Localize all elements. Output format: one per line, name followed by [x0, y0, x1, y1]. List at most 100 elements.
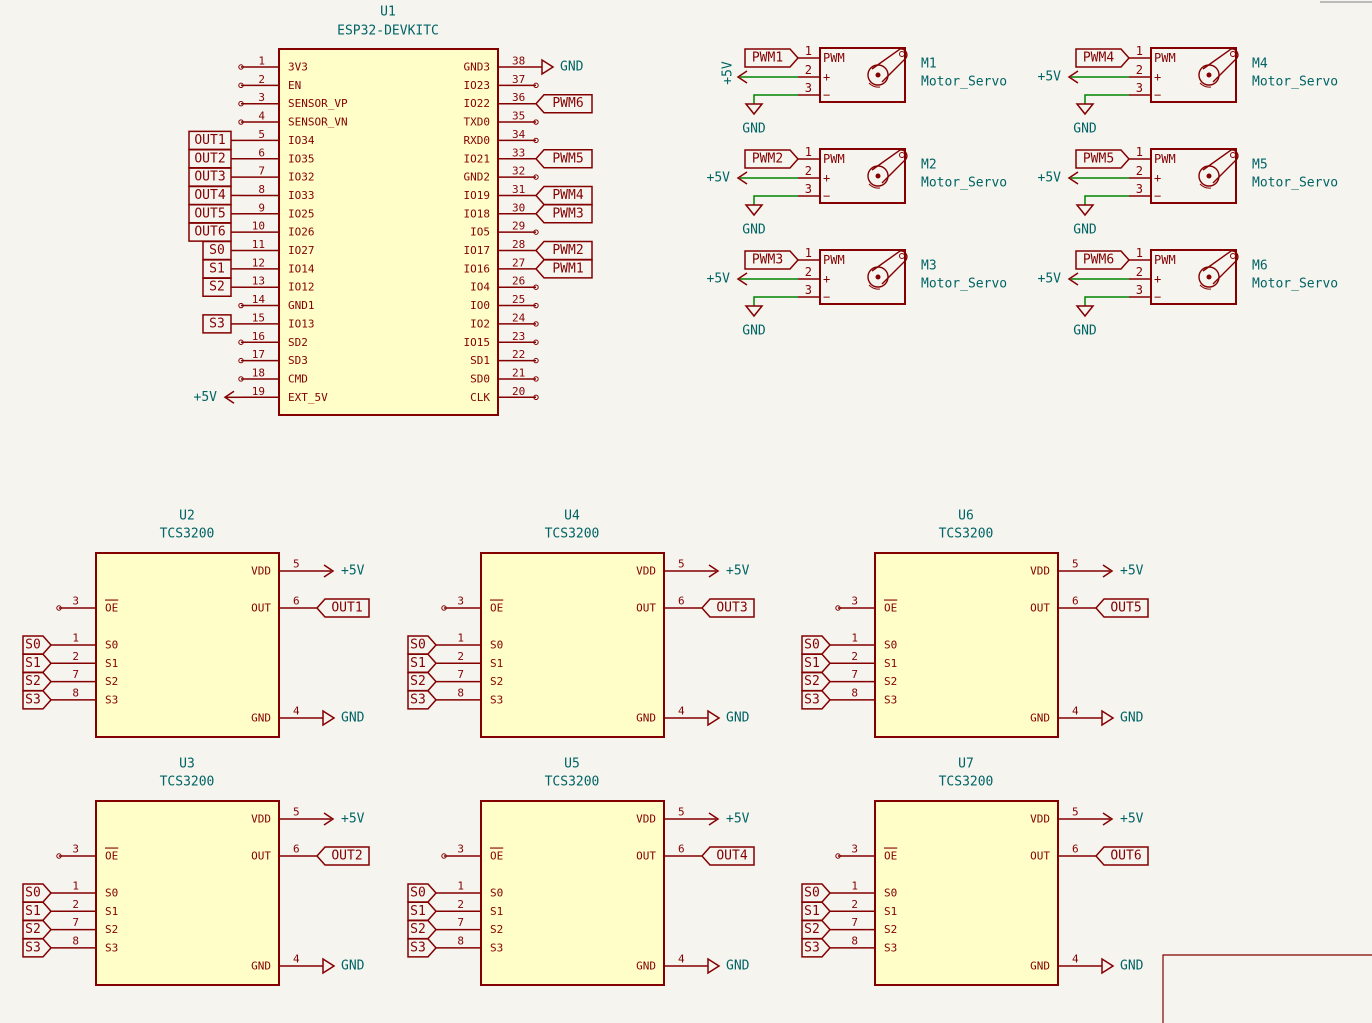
- net-label-outline: [315, 846, 370, 866]
- net-label-s2: S2: [22, 671, 53, 692]
- power-label: +5V: [726, 564, 750, 579]
- pin-number: 5: [678, 558, 685, 571]
- gnd-symbol: GND: [742, 103, 766, 137]
- net-label-outline: [407, 653, 438, 674]
- net-label-s1: S1: [801, 653, 832, 674]
- net-label-outline: [744, 250, 800, 270]
- servo-shaft: [1206, 274, 1212, 280]
- net-label-text: S3: [25, 692, 41, 707]
- net-label-outline: [1075, 250, 1131, 270]
- pin-number: 16: [252, 330, 265, 343]
- pin-number: 32: [512, 165, 525, 178]
- pin-number: 9: [258, 201, 265, 214]
- pin-number: 28: [512, 238, 525, 251]
- net-label-text: S0: [410, 886, 426, 901]
- pin-number: 30: [512, 201, 525, 214]
- power-arrow: [1067, 171, 1079, 185]
- gnd-symbol: GND: [707, 957, 750, 975]
- pin-name: IO25: [288, 207, 315, 220]
- pin-name: IO27: [288, 244, 315, 257]
- part-value: Motor_Servo: [1252, 277, 1338, 292]
- power-5v: +5V: [194, 390, 235, 405]
- servo-horn: [1202, 48, 1239, 83]
- pin-number: 4: [293, 953, 300, 966]
- pin-number: 1: [258, 55, 265, 68]
- pin-name: S2: [490, 675, 503, 688]
- power-label: +5V: [341, 812, 365, 827]
- servo-horn-hole: [899, 253, 905, 259]
- net-label-outline: [407, 938, 438, 958]
- net-label-outline: [22, 635, 53, 655]
- net-label-text: OUT3: [716, 601, 747, 616]
- pin-name: GND3: [464, 61, 491, 74]
- gnd-triangle: [541, 58, 555, 76]
- pin-number: 3: [851, 843, 858, 856]
- pin-number: 25: [512, 293, 525, 306]
- pin-name: −: [1154, 88, 1161, 102]
- pin-number: 7: [457, 668, 464, 681]
- pin-number: 6: [258, 146, 265, 159]
- pin-name: PWM: [823, 253, 845, 267]
- servo-body: [819, 148, 906, 204]
- unconnected-pin-marker: [441, 853, 447, 859]
- pin-number: 19: [252, 385, 265, 398]
- ref-designator: U4: [564, 509, 580, 524]
- gnd-label: GND: [726, 959, 750, 974]
- power-arrow: [1067, 70, 1079, 84]
- ref-designator: U5: [564, 757, 580, 772]
- pin-number: 13: [252, 275, 265, 288]
- pin-name: OUT: [636, 602, 656, 615]
- ic-body: [874, 800, 1059, 986]
- net-label-outline: [407, 690, 438, 710]
- pin-number: 2: [851, 650, 858, 663]
- net-label-text: PWM6: [552, 96, 583, 111]
- net-label-s3: S3: [22, 938, 53, 958]
- unconnected-pin-marker: [238, 302, 244, 309]
- pin-number: 3: [457, 843, 464, 856]
- power-arrow: [708, 812, 720, 826]
- gnd-triangle: [1101, 957, 1115, 975]
- rotation-arrow: [868, 183, 881, 189]
- pin-number: 14: [252, 293, 266, 306]
- pin-name: −: [823, 290, 830, 304]
- pin-number: 18: [252, 366, 265, 379]
- pin-name: GND1: [288, 299, 315, 312]
- pin-name: OE: [884, 850, 897, 863]
- pin-number: 8: [457, 934, 464, 947]
- power-label: +5V: [707, 272, 731, 287]
- unconnected-pin-marker: [56, 605, 62, 611]
- part-value: TCS3200: [160, 775, 215, 790]
- gnd-label: GND: [1073, 223, 1097, 238]
- pin-name: +: [1154, 272, 1161, 286]
- net-label-text: PWM4: [1083, 51, 1114, 66]
- net-label-outline: [407, 883, 438, 903]
- pin-number: 11: [252, 238, 265, 251]
- pin-name: S2: [105, 923, 118, 936]
- gnd-triangle: [1075, 204, 1095, 217]
- net-label-outline: [534, 149, 593, 169]
- net-label-text: PWM6: [1083, 253, 1114, 268]
- servo-body: [1150, 148, 1237, 204]
- net-label-outline: [22, 690, 53, 710]
- ref-designator: M2: [921, 158, 937, 173]
- pin-name: S0: [490, 887, 503, 900]
- pin-number: 2: [851, 898, 858, 911]
- net-label-s3: S3: [801, 938, 832, 958]
- net-label-text: PWM2: [752, 152, 783, 167]
- pin-number: 3: [1136, 81, 1143, 95]
- pin-number: 5: [258, 128, 265, 141]
- unconnected-pin-marker: [533, 376, 539, 382]
- unconnected-pin-marker: [533, 119, 539, 125]
- unconnected-pin-marker: [533, 357, 539, 364]
- pin-number: 3: [457, 595, 464, 608]
